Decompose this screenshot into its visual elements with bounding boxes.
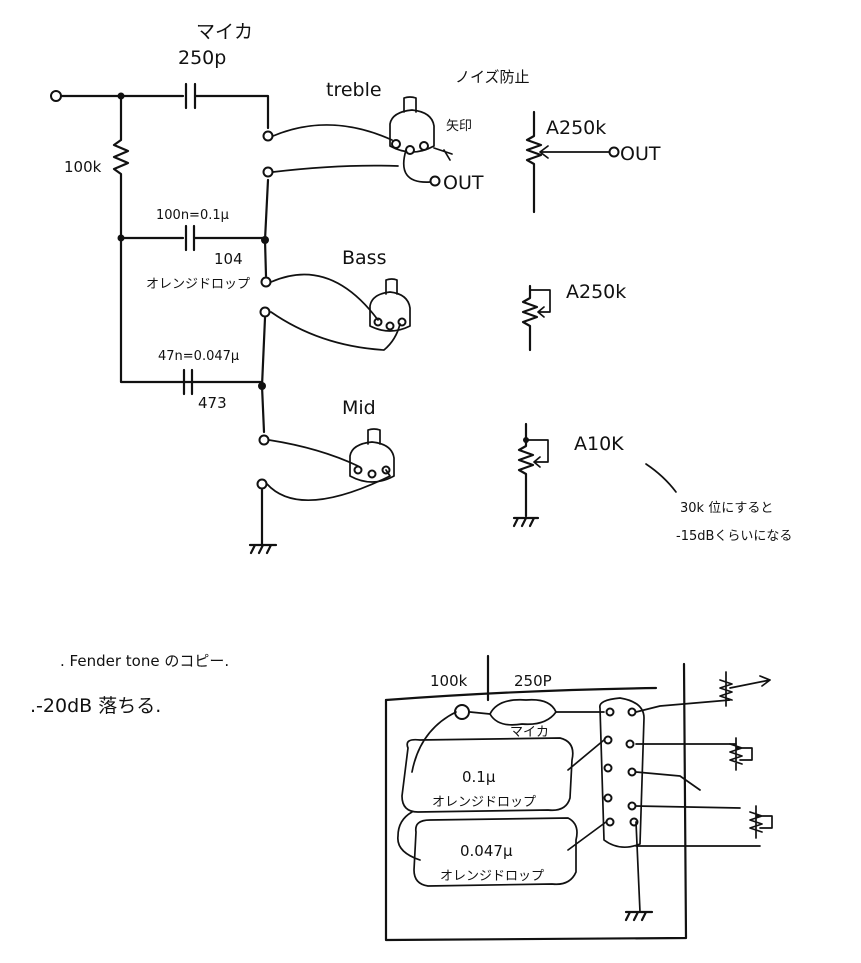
cap-top-value: 250p — [178, 47, 226, 69]
treble-wires — [272, 124, 431, 183]
sketch-cap2-type: オレンジドロップ — [440, 869, 544, 884]
cap-0.047u — [182, 368, 194, 396]
sketch-input-jack — [454, 704, 470, 720]
sketch-mica-label: マイカ — [510, 725, 549, 740]
chassis-top-line — [384, 686, 658, 702]
chassis-outline — [384, 662, 688, 942]
cap-0.1u — [119, 224, 267, 252]
bass-pot-icon — [369, 278, 411, 332]
sketch-pot-1 — [719, 671, 733, 707]
sketch-cap2-value: 0.047μ — [460, 842, 513, 860]
sketch-cap-0.047u — [413, 817, 578, 887]
noise-note: ノイズ防止 — [455, 68, 530, 86]
right-bus-wire — [260, 178, 270, 547]
resistor-label: 100k — [64, 158, 102, 176]
shorten-note: 矢印 — [446, 119, 472, 134]
ground-symbol-left — [248, 543, 278, 555]
terminal-bass-in — [260, 276, 272, 288]
terminal-mid-out — [256, 478, 268, 490]
treble-pot-icon — [389, 96, 435, 155]
sketch-cap1-type: オレンジドロップ — [432, 795, 536, 810]
cap-mid-label: 100n=0.1μ — [156, 208, 229, 223]
mid-pot-icon — [349, 428, 395, 483]
note-pointer-arrow — [645, 463, 677, 493]
treble-ground-mark — [433, 147, 453, 161]
sketch-100k-label: 100k — [430, 672, 468, 690]
bass-wires — [270, 273, 401, 351]
treble-label: treble — [326, 79, 382, 101]
pot-symbol-a200k — [521, 284, 551, 352]
cap-top-name: マイカ — [196, 21, 253, 43]
terminal-treble-in — [262, 130, 274, 142]
treble-out-label: OUT — [443, 172, 484, 194]
fender-copy-note: . Fender tone のコピー. — [60, 652, 229, 670]
resistor-100k — [112, 94, 264, 384]
sketch-terminal-strip — [599, 697, 645, 849]
a200k-label: A250k — [566, 281, 626, 303]
terminal-bass-out — [259, 306, 271, 318]
mica-cap-250p — [184, 82, 270, 130]
sketch-ground — [624, 910, 654, 922]
cap-low-code: 473 — [198, 394, 227, 412]
sketch-pot-3 — [749, 805, 773, 839]
cap-mid-code: 104 — [214, 250, 243, 268]
pot-symbol-a10k — [512, 422, 549, 528]
attenuation-note: .-20dB 落ちる. — [30, 695, 161, 717]
pot-symbol-a250k — [525, 110, 611, 214]
a10k-junction — [523, 437, 529, 443]
terminal-mid-in — [258, 434, 270, 446]
layout-sketch — [384, 654, 773, 942]
input-terminal — [50, 90, 62, 102]
cap-low-label: 47n=0.047μ — [158, 349, 239, 364]
a250k-out-terminal — [608, 146, 620, 158]
a250k-out-label: OUT — [620, 143, 661, 165]
cap-mid-type: オレンジドロップ — [146, 277, 250, 292]
sketch-cap1-value: 0.1μ — [462, 768, 496, 786]
sketch-mica-cap — [489, 698, 557, 726]
bass-label: Bass — [342, 247, 386, 269]
mid-label: Mid — [342, 397, 376, 419]
sketch-cap-0.1u — [401, 737, 574, 813]
terminal-treble-out — [262, 166, 274, 178]
a10k-label: A10K — [574, 433, 624, 455]
a250k-label: A250k — [546, 117, 606, 139]
note-line-1: 30k 位にすると — [680, 501, 773, 516]
mid-wires — [266, 439, 391, 501]
sketch-pot-2 — [729, 737, 753, 771]
sketch-250p-label: 250P — [514, 672, 552, 690]
treble-out-terminal — [429, 175, 441, 187]
note-line-2: -15dBくらいになる — [676, 529, 792, 544]
